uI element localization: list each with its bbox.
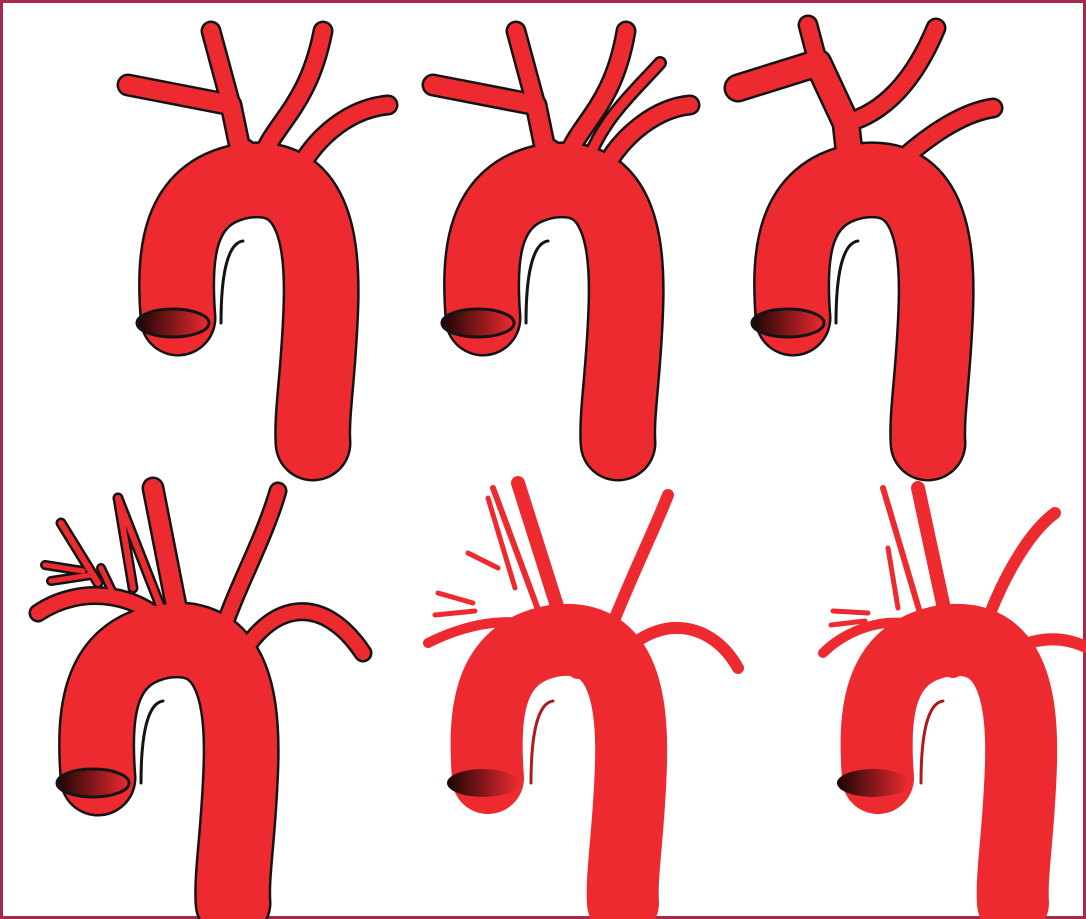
aortic-arch-drawing <box>413 473 753 913</box>
inner-curve-line <box>221 241 243 323</box>
branch-vessel <box>438 593 473 603</box>
aortic-root-ostium <box>57 769 129 797</box>
inner-curve-line <box>836 241 858 323</box>
aortic-arch-drawing <box>408 13 748 453</box>
inner-curve-line <box>531 701 553 783</box>
branch-vessel <box>888 548 898 608</box>
aortic-arch-panel-5 <box>413 473 753 913</box>
branch-vessel <box>833 611 868 613</box>
branch-vessel <box>435 611 475 615</box>
inner-curve-line <box>921 701 943 783</box>
aortic-root-ostium <box>442 309 514 337</box>
inner-curve-line <box>141 701 163 783</box>
aortic-arch-panel-2 <box>408 13 748 453</box>
aortic-root-ostium <box>837 769 909 797</box>
aortic-arch-panel-4 <box>23 473 363 913</box>
aortic-arch-drawing <box>23 473 363 913</box>
aortic-root-ostium <box>447 769 519 797</box>
aortic-arch-panel-6 <box>803 473 1086 913</box>
inner-curve-line <box>526 241 548 323</box>
aortic-arch-drawing <box>103 13 443 453</box>
branch-vessel <box>808 25 818 63</box>
branch-vessel <box>468 553 498 568</box>
aortic-arch <box>877 640 1022 903</box>
aortic-root-ostium <box>137 309 209 337</box>
aortic-arch-drawing <box>718 13 1058 453</box>
aortic-arch-drawing <box>803 473 1086 913</box>
aortic-root-ostium <box>752 309 824 337</box>
aortic-arch-panel-1 <box>103 13 443 453</box>
aortic-arch <box>487 640 632 903</box>
aortic-arch-panel-3 <box>718 13 1058 453</box>
